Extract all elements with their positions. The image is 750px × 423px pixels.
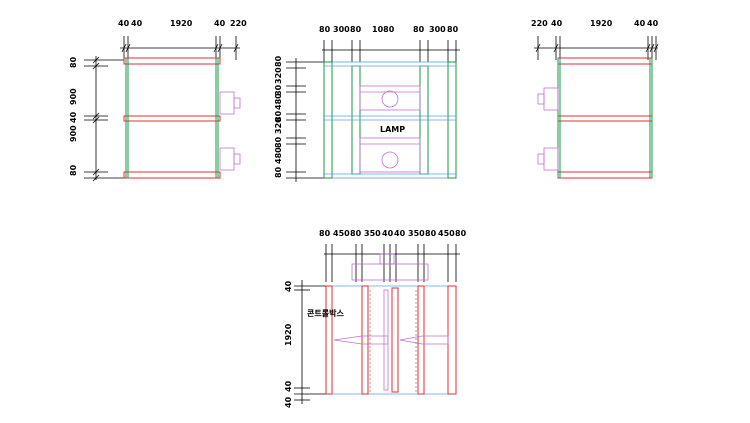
plan-frame: [325, 253, 457, 395]
dim-text: 220: [230, 19, 247, 28]
left-dimension-lines: [120, 36, 240, 60]
plan-view: 80 450 80 350 40 40 40 350 80 450 80: [284, 229, 467, 408]
front-dimension-lines: [322, 40, 460, 62]
dim-text: 40: [647, 19, 659, 28]
dim-text: 320: [274, 67, 283, 84]
dim-text: 80: [447, 25, 459, 34]
dim-text: 80: [274, 110, 283, 122]
plan-vertical-dimension-lines: [294, 280, 326, 404]
dim-text: 1920: [170, 19, 193, 28]
dim-text: 480: [274, 93, 283, 110]
dim-text: 40: [284, 380, 293, 392]
dim-text: 450: [438, 229, 455, 238]
left-vertical-dimension-lines: [84, 56, 124, 182]
dim-text: 40: [382, 229, 394, 238]
dim-text: 80: [274, 84, 283, 96]
dim-text: 40: [634, 19, 646, 28]
left-frame: [123, 57, 241, 179]
dim-text: 450: [333, 229, 350, 238]
dim-text: 1920: [284, 323, 293, 346]
dim-text: 40: [131, 19, 143, 28]
right-dimension-lines: [534, 36, 659, 60]
dim-text: 40: [394, 229, 406, 238]
front-view: 80 300 80 1080 80 300 80: [274, 25, 460, 182]
dim-text: 80: [319, 229, 331, 238]
dim-text: 80: [69, 164, 78, 176]
dim-text: 80: [319, 25, 331, 34]
right-frame: [537, 57, 653, 179]
dim-text: 80: [413, 25, 425, 34]
plan-dimension-lines: [324, 244, 460, 282]
dim-text: 40: [69, 111, 78, 123]
dim-text: 80: [455, 229, 467, 238]
left-side-view: 40 40 1920 40 220: [69, 19, 247, 182]
front-vertical-dimension-lines: [286, 58, 324, 182]
dim-text: 300: [429, 25, 446, 34]
dim-text: 80: [350, 25, 362, 34]
dim-text: 80: [274, 166, 283, 178]
dim-text: 80: [350, 229, 362, 238]
dim-text: 900: [69, 88, 78, 105]
dim-text: 900: [69, 125, 78, 142]
dim-text: 1920: [590, 19, 613, 28]
dim-text: 80: [69, 56, 78, 68]
dim-text: 40: [214, 19, 226, 28]
dim-text: 1080: [372, 25, 395, 34]
dim-text: 40: [118, 19, 130, 28]
right-side-view: 220 40 1920 40 40: [531, 19, 659, 179]
front-frame: [323, 61, 457, 179]
dim-text: 320: [274, 117, 283, 134]
dim-text: 40: [284, 396, 293, 408]
dim-text: 350: [408, 229, 425, 238]
dim-text: 80: [425, 229, 437, 238]
dim-text: 80: [274, 55, 283, 67]
dim-text: 80: [274, 136, 283, 148]
control-box-label: 콘트롤박스: [307, 308, 344, 318]
dim-text: 350: [364, 229, 381, 238]
dim-text: 40: [284, 280, 293, 292]
dim-text: 220: [531, 19, 548, 28]
lamp-label: LAMP: [380, 125, 405, 134]
dim-text: 480: [274, 147, 283, 164]
dim-text: 40: [551, 19, 563, 28]
dim-text: 300: [333, 25, 350, 34]
